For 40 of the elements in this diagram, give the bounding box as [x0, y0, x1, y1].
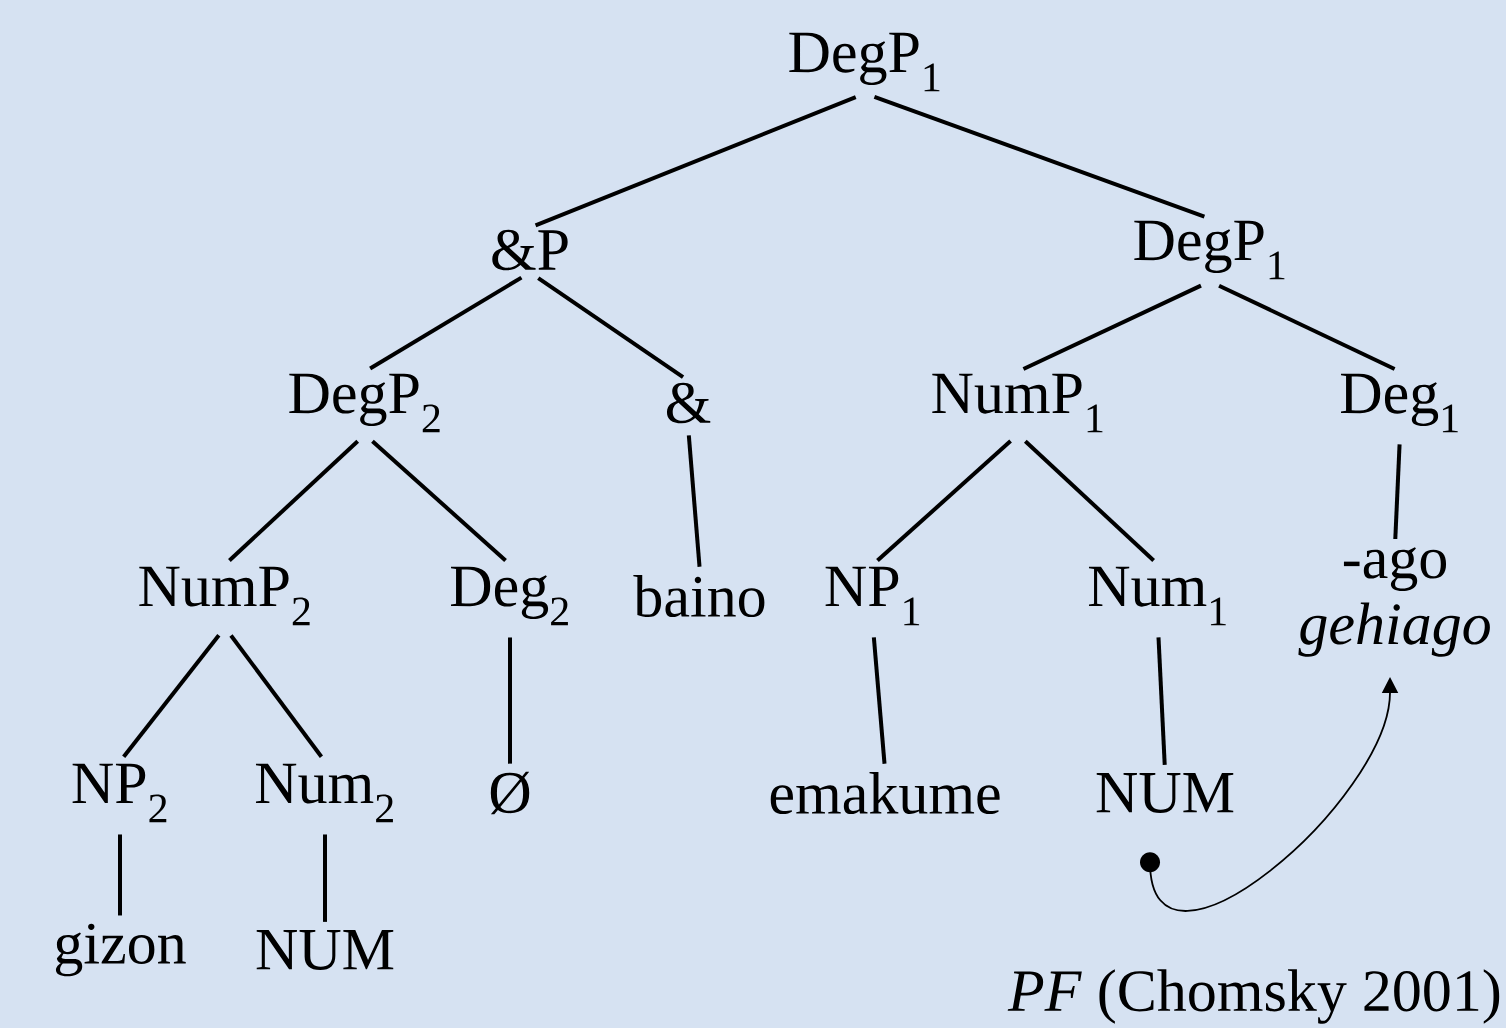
tree-branch [537, 276, 685, 379]
tree-branch [871, 637, 887, 764]
tree-branch [508, 637, 512, 764]
tree-label: NUM [256, 930, 394, 970]
tree-label: Num$_{2}$ [256, 763, 393, 823]
tree-branch [876, 439, 1012, 563]
tree-label: DegP$_{2}$ [289, 373, 440, 433]
caption: PF (Chomsky 2001) [1007, 969, 1500, 1024]
tree-branch [228, 439, 360, 562]
tree-label: NP$_{2}$ [72, 763, 167, 823]
tree-label: Ø [490, 771, 530, 815]
tree-label: emakume [770, 771, 1000, 815]
tree-branch [371, 439, 507, 563]
tree-branch [369, 275, 523, 371]
tree-label: NumP$_{1}$ [932, 373, 1103, 433]
tree-label: -ago gehiago [1298, 547, 1490, 657]
tree-branch [1156, 637, 1167, 765]
tree-label: gizon [55, 923, 186, 977]
tree-label: DegP$_{1}$ [789, 32, 940, 92]
tree-label: NUM [1096, 773, 1234, 813]
tree-label: & [666, 382, 711, 424]
tree-label: DegP$_{1}$ [1134, 220, 1285, 280]
tree-label: Deg$_{2}$ [451, 566, 568, 626]
tree-label: Num$_{1}$ [1089, 566, 1226, 626]
tree-branch [686, 435, 702, 567]
tree-label: baino [633, 574, 765, 618]
tree-branch [873, 94, 1206, 219]
tree-branch [1393, 444, 1402, 540]
tree-branch [323, 834, 327, 922]
tree-label: NumP$_{2}$ [139, 566, 310, 626]
tree-branch [118, 834, 122, 916]
tree-label: Deg$_{1}$ [1341, 373, 1458, 433]
tree-label: &P [492, 229, 568, 271]
tree-branch [1023, 439, 1155, 562]
tree-branch [1218, 283, 1396, 371]
tree-branch [1022, 283, 1202, 371]
tree-label: NP$_{1}$ [825, 566, 920, 626]
tree-branch [534, 95, 857, 228]
tree-branch [122, 634, 221, 759]
tree-branch [229, 634, 324, 758]
